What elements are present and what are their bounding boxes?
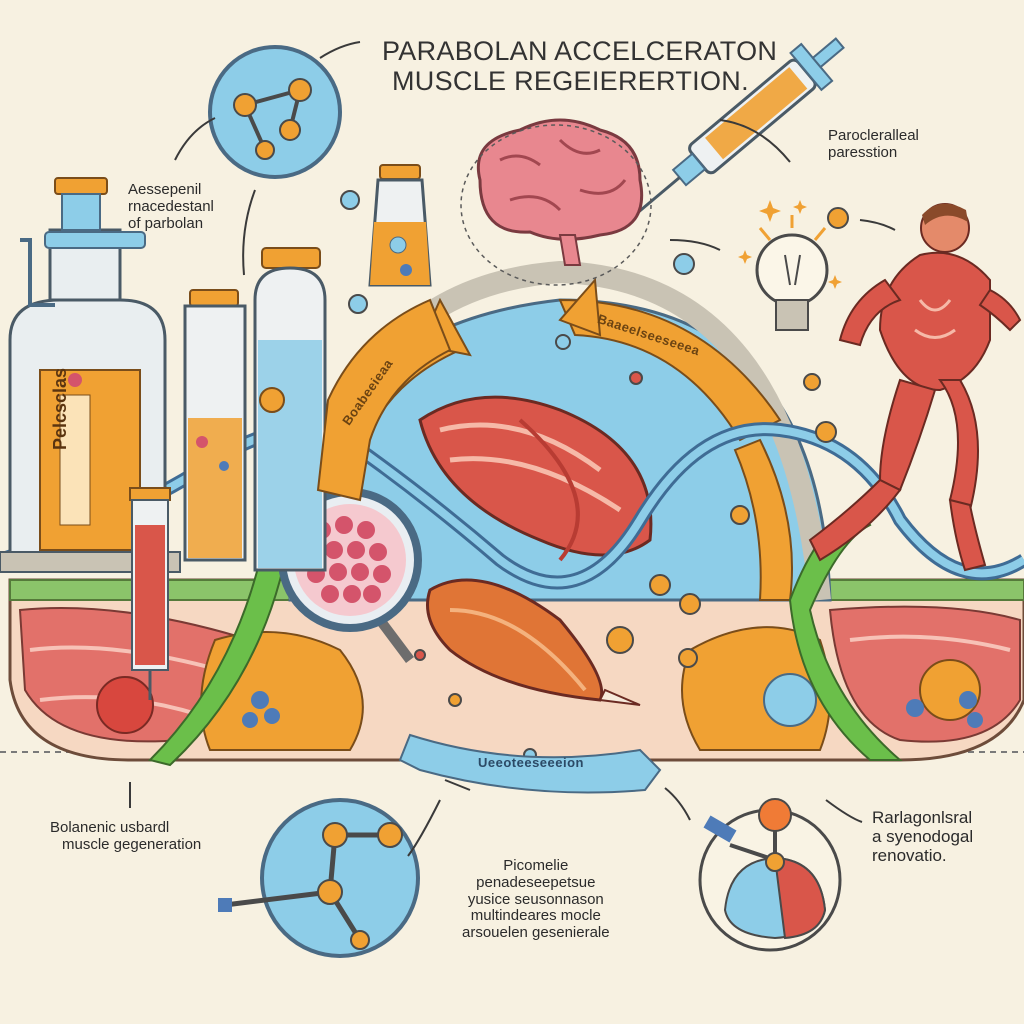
small-syringe-left <box>129 487 171 700</box>
label-bottom-right-line-2: a syenodogal <box>872 827 974 847</box>
label-bottom-left-line-1: Bolanenic usbardl <box>50 819 170 836</box>
label-bottom-left-line-2: muscle gegeneration <box>62 835 202 853</box>
brain-dashed-ring <box>460 124 652 286</box>
lightbulb-icon <box>755 215 829 331</box>
title-line-1: PARABOLAN ACCELCERATON <box>382 36 778 66</box>
label-bottom-center-line-1: Picomelie <box>503 857 569 874</box>
label-top-left-line-3: of parbolan <box>128 214 204 232</box>
molecule-circle-top <box>208 45 342 179</box>
label-top-right-line-2: paresstion <box>828 143 898 161</box>
label-bottom-center-line-5: arsouelen gesenierale <box>462 924 610 942</box>
label-bottom-right-line-3: renovatio. <box>872 846 947 866</box>
label-bottom-center-line-3: yusice seusonnason <box>467 890 604 908</box>
label-top-left-line-1: Aessepenil <box>128 181 202 198</box>
flask-orange <box>183 289 247 562</box>
label-top-left-line-2: rnacedestanl <box>128 197 214 215</box>
label-bottom-left: Bolanenic usbardl muscle gegeneration <box>50 819 202 854</box>
banner-bottom-label: Ueeoteeseeeion <box>478 755 584 770</box>
label-top-right-line-1: Parocleralleal <box>828 127 919 144</box>
runner-figure <box>808 203 1022 572</box>
muscle-knot <box>418 395 653 706</box>
title-line-2: MUSCLE REGEIERERTION. <box>392 66 749 97</box>
connector-lines <box>129 41 896 857</box>
syringe <box>636 37 845 214</box>
scatter-dots <box>340 190 849 762</box>
vial-label: Pelcsclas <box>50 367 70 450</box>
molecule-circle-bottom-left <box>218 798 420 958</box>
test-tube-small <box>368 164 432 287</box>
label-top-left: Aessepenil rnacedestanl of parbolan <box>128 181 214 232</box>
molecule-circle-bottom-right <box>698 798 842 952</box>
page-title: PARABOLAN ACCELCERATON MUSCLE REGEIERERT… <box>382 36 777 96</box>
sparkle-stars <box>738 200 842 289</box>
banner-bottom-shape <box>398 733 662 794</box>
label-bottom-center-line-4: multindeares mocle <box>470 907 601 925</box>
bottle-blue <box>253 247 327 572</box>
banner-left-shape <box>316 298 452 502</box>
label-top-right: Parocleralleal paresstion <box>828 127 919 162</box>
label-bottom-center: Picomelie penadeseepetsue yusice seusonn… <box>462 857 610 942</box>
tall-cylinder-left <box>0 177 181 573</box>
label-bottom-center-line-2: penadeseepetsue <box>476 873 596 891</box>
brain-icon <box>476 118 644 266</box>
label-bottom-right: Rarlagonlsral a syenodogal renovatio. <box>872 808 973 865</box>
label-bottom-right-line-1: Rarlagonlsral <box>872 808 973 827</box>
